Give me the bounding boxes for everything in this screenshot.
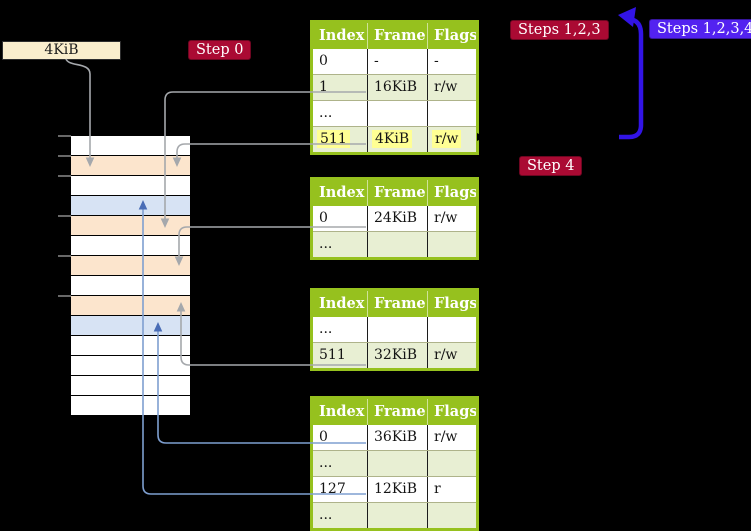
loop-arrow bbox=[619, 16, 644, 140]
memory-frame-row bbox=[71, 396, 190, 415]
column-header-index: Index bbox=[319, 403, 365, 420]
column-header-flags: Flags bbox=[427, 291, 476, 317]
step-4-badge: Step 4 bbox=[519, 156, 583, 176]
index-cell: ... bbox=[319, 455, 333, 471]
flags-cell: r/w bbox=[427, 206, 476, 231]
flags-cell: r bbox=[427, 477, 476, 502]
index-cell: 511 bbox=[319, 347, 346, 363]
index-cell: 0 bbox=[319, 429, 328, 445]
column-header-frame: Frame bbox=[367, 180, 427, 206]
table-row: ... bbox=[313, 317, 476, 342]
index-cell: ... bbox=[319, 236, 333, 252]
table-row: ... bbox=[313, 450, 476, 476]
frame-cell: 24KiB bbox=[367, 206, 427, 231]
physical-memory-column bbox=[71, 136, 190, 416]
column-header-index: Index bbox=[319, 295, 365, 312]
column-header-index: Index bbox=[319, 27, 365, 44]
frame-cell bbox=[367, 451, 427, 476]
frame-cell: - bbox=[367, 49, 427, 74]
frame-cell: 12KiB bbox=[367, 477, 427, 502]
index-cell: ... bbox=[319, 105, 333, 121]
flags-cell: r/w bbox=[427, 425, 476, 450]
memory-frame-row bbox=[71, 236, 190, 255]
frame-cell bbox=[367, 101, 427, 126]
index-cell: ... bbox=[319, 321, 333, 337]
highlighted-value: 4KiB bbox=[372, 130, 413, 148]
flags-cell: r/w bbox=[427, 343, 476, 368]
column-header-frame: Frame bbox=[367, 399, 427, 425]
column-header-frame: Frame bbox=[367, 23, 427, 49]
flags-cell bbox=[427, 101, 476, 126]
flags-cell: r/w bbox=[427, 127, 476, 152]
table-row: ... bbox=[313, 502, 476, 528]
column-header-flags: Flags bbox=[427, 399, 476, 425]
table-row: 0 -- bbox=[313, 49, 476, 74]
memory-frame-row bbox=[71, 216, 190, 235]
flags-cell bbox=[427, 232, 476, 257]
memory-frame-row bbox=[71, 176, 190, 195]
memory-frame-row bbox=[71, 296, 190, 315]
steps-123-badge: Steps 1,2,3 bbox=[510, 20, 609, 40]
frame-cell bbox=[367, 503, 427, 528]
highlighted-value: r/w bbox=[432, 130, 462, 148]
frame-size-label: 4KiB bbox=[2, 41, 121, 60]
index-cell: 511 bbox=[313, 127, 367, 152]
index-cell: 0 bbox=[319, 210, 328, 226]
memory-frame-row bbox=[71, 256, 190, 275]
flags-cell: r/w bbox=[427, 75, 476, 100]
column-header-frame: Frame bbox=[367, 291, 427, 317]
flags-cell bbox=[427, 451, 476, 476]
index-cell: 1 bbox=[319, 79, 328, 95]
memory-frame-row bbox=[71, 196, 190, 215]
memory-frame-row bbox=[71, 336, 190, 355]
frame-cell: 32KiB bbox=[367, 343, 427, 368]
memory-frame-row bbox=[71, 276, 190, 295]
flags-cell bbox=[427, 317, 476, 342]
memory-frame-row bbox=[71, 356, 190, 375]
memory-frame-row bbox=[71, 136, 190, 155]
table-row: 511 4KiB r/w bbox=[313, 126, 476, 152]
column-header-flags: Flags bbox=[427, 23, 476, 49]
memory-frame-row bbox=[71, 156, 190, 175]
memory-frame-row bbox=[71, 376, 190, 395]
index-cell: 127 bbox=[319, 481, 346, 497]
memory-tick-marks bbox=[58, 135, 71, 297]
frame-cell bbox=[367, 317, 427, 342]
frame-cell bbox=[367, 232, 427, 257]
index-cell: ... bbox=[319, 507, 333, 523]
highlighted-value: 511 bbox=[317, 130, 350, 148]
memory-frame-row bbox=[71, 316, 190, 335]
step-0-badge: Step 0 bbox=[188, 40, 252, 60]
loop-arrow-head bbox=[618, 7, 636, 27]
frame-cell: 16KiB bbox=[367, 75, 427, 100]
table-row: ... bbox=[313, 100, 476, 126]
column-header-flags: Flags bbox=[427, 180, 476, 206]
table-row: ... bbox=[313, 231, 476, 257]
frame-cell: 4KiB bbox=[367, 127, 427, 152]
column-header-index: Index bbox=[319, 184, 365, 201]
flags-cell bbox=[427, 503, 476, 528]
steps-1234-badge: Steps 1,2,3,4 bbox=[649, 19, 751, 39]
frame-cell: 36KiB bbox=[367, 425, 427, 450]
index-cell: 0 bbox=[319, 53, 328, 69]
flags-cell: - bbox=[427, 49, 476, 74]
